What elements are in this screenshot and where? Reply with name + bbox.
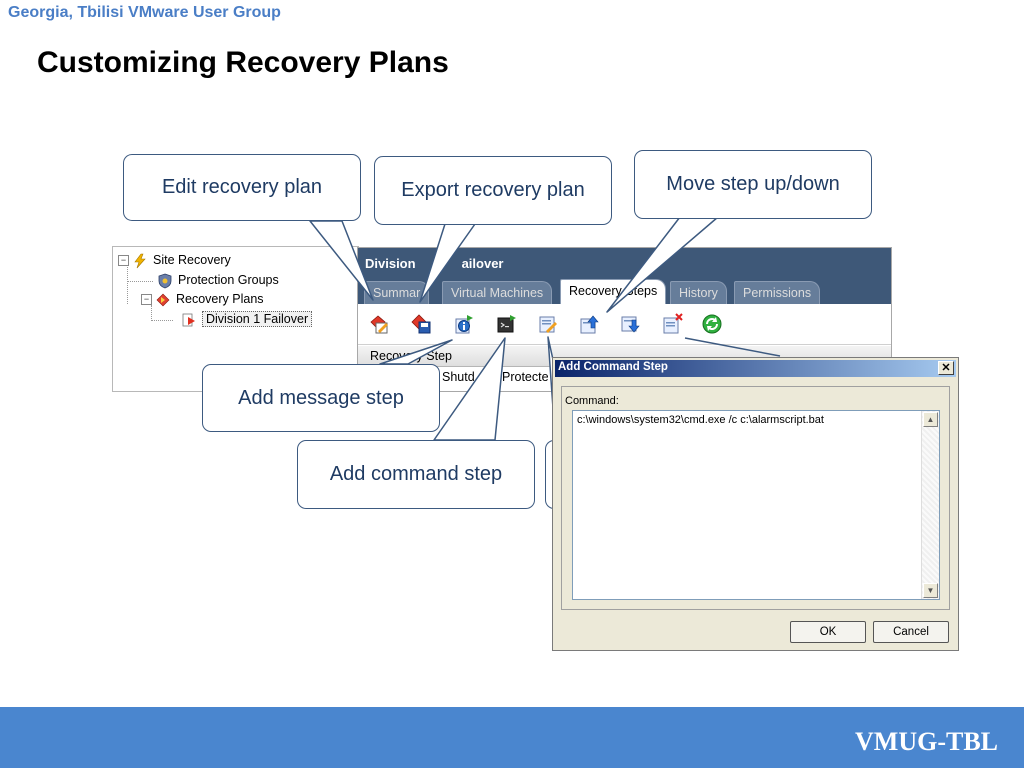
- edit-icon[interactable]: [368, 313, 390, 335]
- tree-item-recovery-plans[interactable]: − Recovery Plans: [141, 290, 264, 308]
- site-recovery-icon: [134, 253, 146, 268]
- pointer-export-plan: [419, 223, 476, 303]
- tree-item-label: Recovery Plans: [176, 292, 264, 306]
- collapse-icon[interactable]: −: [141, 294, 152, 306]
- tree-item-protection-groups[interactable]: Protection Groups: [157, 271, 279, 289]
- export-icon[interactable]: [410, 313, 432, 335]
- step-cell: Shutd: [442, 370, 475, 384]
- dialog-title: Add Command Step: [558, 361, 668, 373]
- pointer-hidden-right: [684, 337, 781, 357]
- collapse-icon[interactable]: −: [118, 255, 129, 267]
- toolbar: [358, 304, 891, 345]
- command-textarea[interactable]: c:\windows\system32\cmd.exe /c c:\alarms…: [572, 410, 940, 600]
- tree-item-site-recovery[interactable]: − Site Recovery: [118, 251, 231, 269]
- vertical-scrollbar[interactable]: ▲ ▼: [921, 411, 939, 599]
- callout-add-message-step: Add message step: [202, 364, 440, 432]
- dialog-titlebar[interactable]: Add Command Step ✕: [555, 360, 956, 377]
- delete-step-icon[interactable]: [661, 313, 683, 335]
- slide-title: Customizing Recovery Plans: [37, 46, 449, 79]
- close-icon[interactable]: ✕: [938, 361, 954, 375]
- tab-summary[interactable]: Summar: [364, 281, 430, 304]
- refresh-icon[interactable]: [701, 313, 723, 335]
- pointer-move-step: [606, 216, 719, 313]
- recovery-plans-icon: [156, 293, 170, 307]
- dialog-group-box: [561, 386, 950, 610]
- scroll-up-icon[interactable]: ▲: [923, 412, 938, 427]
- slide-footer: VMUG-TBL: [0, 707, 1024, 768]
- move-up-icon[interactable]: [578, 313, 600, 335]
- tab-virtual-machines[interactable]: Virtual Machines: [442, 281, 553, 304]
- cancel-button[interactable]: Cancel: [873, 621, 949, 643]
- callout-move-step: Move step up/down: [634, 150, 872, 219]
- pointer-add-command: [433, 337, 506, 441]
- tab-recovery-steps[interactable]: Recovery Steps: [560, 279, 667, 305]
- tree-item-label: Protection Groups: [178, 273, 279, 287]
- pointer-add-message: [379, 339, 453, 365]
- tree-item-label: Division 1 Failover: [202, 311, 313, 327]
- protection-groups-icon: [158, 273, 172, 289]
- step-cell: Protecte: [502, 370, 549, 384]
- group-title: Georgia, Tbilisi VMware User Group: [8, 4, 281, 21]
- command-value: c:\windows\system32\cmd.exe /c c:\alarms…: [577, 414, 824, 426]
- recovery-plan-icon: [182, 313, 195, 327]
- move-down-icon[interactable]: [619, 313, 641, 335]
- footer-label: VMUG-TBL: [855, 727, 998, 756]
- tab-history[interactable]: History: [670, 281, 727, 304]
- callout-add-command-step: Add command step: [297, 440, 535, 509]
- add-command-icon[interactable]: [495, 313, 517, 335]
- scroll-down-icon[interactable]: ▼: [923, 583, 938, 598]
- tree-item-label: Site Recovery: [153, 253, 231, 267]
- callout-edit-recovery-plan: Edit recovery plan: [123, 154, 361, 221]
- add-command-step-dialog: Add Command Step ✕ Command: c:\windows\s…: [552, 357, 959, 651]
- ok-button[interactable]: OK: [790, 621, 866, 643]
- tab-permissions[interactable]: Permissions: [734, 281, 821, 304]
- command-label: Command:: [565, 395, 619, 407]
- callout-export-recovery-plan: Export recovery plan: [374, 156, 612, 225]
- add-message-icon[interactable]: [453, 313, 475, 335]
- pointer-edit-plan: [309, 220, 374, 301]
- tree-item-division-1-failover[interactable]: Division 1 Failover: [181, 310, 313, 328]
- edit-step-icon[interactable]: [537, 313, 559, 335]
